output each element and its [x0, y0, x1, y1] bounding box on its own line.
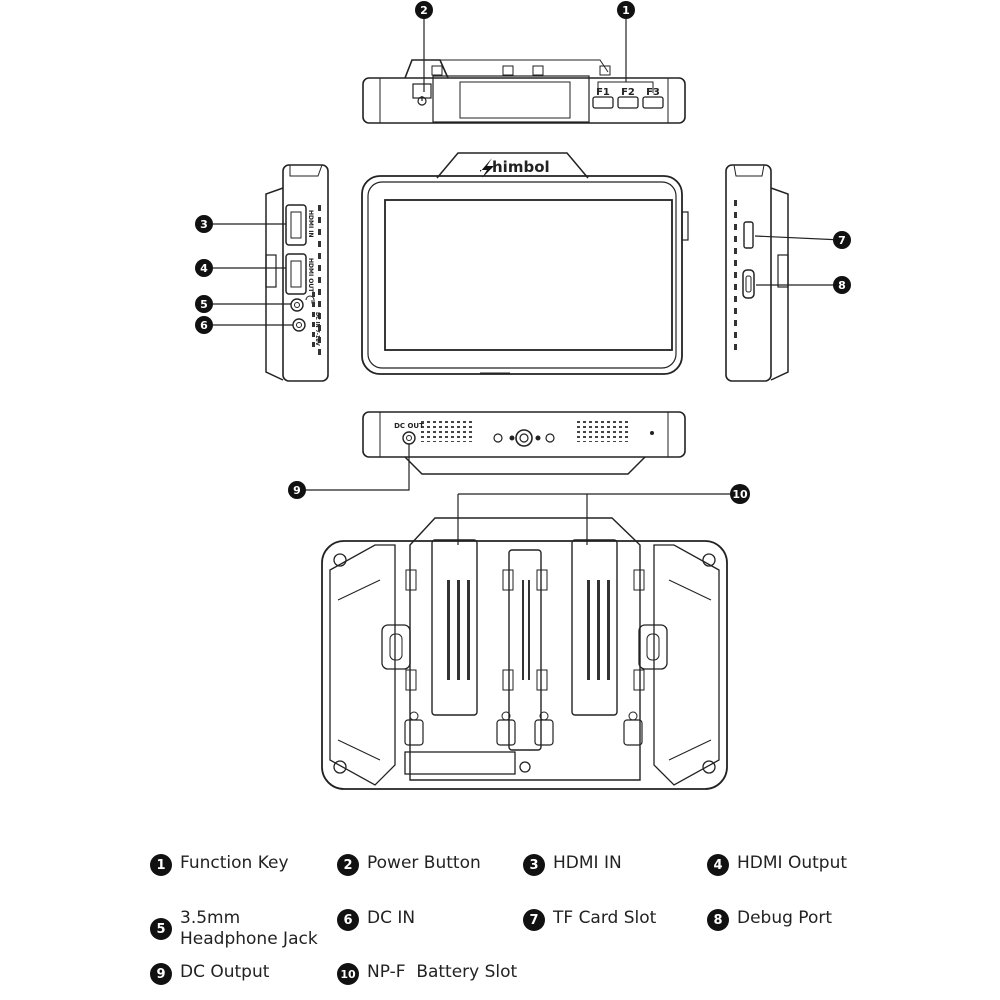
svg-text:6: 6 — [200, 319, 208, 332]
brand-logo: himbol — [480, 158, 550, 178]
callout-3: 3 — [195, 215, 213, 233]
f1-label: F1 — [596, 87, 610, 98]
bottom-vents-left — [420, 420, 474, 442]
callout-2: 2 — [415, 1, 433, 19]
hdmi-in-side-label: HDMI IN — [307, 210, 314, 238]
right-side-view — [725, 164, 789, 382]
svg-text:5: 5 — [200, 298, 208, 311]
f2-label: F2 — [621, 87, 635, 98]
back-view — [321, 517, 728, 790]
dc-in-side-label: DC IN 7-18V — [314, 312, 320, 346]
svg-text:2: 2 — [420, 4, 428, 17]
callout-5: 5 — [195, 295, 213, 313]
bottom-vents-right — [576, 420, 630, 442]
svg-text:4: 4 — [200, 262, 208, 275]
callout-4: 4 — [195, 259, 213, 277]
callout-1: 1 — [617, 1, 635, 19]
callout-6: 6 — [195, 316, 213, 334]
hdmi-out-side-label: HDMI OUT — [307, 258, 314, 293]
svg-text:8: 8 — [838, 279, 846, 292]
svg-text:himbol: himbol — [492, 158, 550, 176]
right-side-vents — [734, 200, 737, 350]
bottom-view — [362, 411, 686, 475]
dc-out-label: DC OUT — [394, 422, 424, 430]
callout-7: 7 — [833, 231, 851, 249]
left-side-view — [265, 164, 329, 382]
svg-text:3: 3 — [200, 218, 208, 231]
svg-text:7: 7 — [838, 234, 846, 247]
callout-10: 10 — [730, 484, 750, 504]
back-slot-vents — [447, 580, 610, 680]
svg-text:1: 1 — [622, 4, 630, 17]
callout-8: 8 — [833, 276, 851, 294]
top-view — [362, 59, 686, 124]
callout-9: 9 — [288, 481, 306, 499]
front-view — [361, 152, 689, 375]
svg-text:9: 9 — [293, 484, 301, 497]
left-side-vents — [312, 205, 321, 355]
svg-text:10: 10 — [732, 488, 748, 501]
f3-label: F3 — [646, 87, 660, 98]
